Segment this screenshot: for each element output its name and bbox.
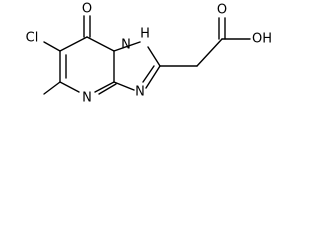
bond-c2-n3-double bbox=[142, 65, 155, 83]
oxo-oxygen-label: O bbox=[82, 2, 92, 17]
acid-hydroxyl-label: OH bbox=[252, 32, 272, 47]
bond-n3-c3a bbox=[113, 81, 135, 91]
ring-nitrogen-bottom-label: N bbox=[82, 91, 92, 106]
bond-c5-n4 bbox=[59, 81, 80, 93]
bond-c3a-n3-double bbox=[98, 83, 117, 95]
bond-n4-c3a bbox=[94, 81, 115, 93]
triazole-nh-label: H bbox=[140, 27, 150, 42]
bond-n8a-c7 bbox=[86, 36, 115, 52]
ring-nitrogen-top-label: N bbox=[121, 38, 131, 53]
bond-ch2-cooh bbox=[196, 38, 223, 67]
bond-c5-methyl bbox=[43, 81, 61, 95]
bond-n8a-n1 bbox=[113, 41, 141, 52]
bond-c7-c6 bbox=[59, 36, 88, 52]
triazole-n-bottom-label: N bbox=[135, 85, 145, 100]
bonds bbox=[43, 15, 251, 95]
chlorine-label: Cl bbox=[26, 31, 39, 46]
bond-n1-c2 bbox=[147, 46, 161, 67]
bond-c2-n3 bbox=[145, 65, 161, 89]
chemical-structure-diagram: O Cl N N H N O OH bbox=[26, 2, 272, 106]
acid-carbonyl-oxygen-label: O bbox=[217, 3, 227, 18]
bond-c6-cl bbox=[43, 41, 61, 52]
atom-labels: O Cl N N H N O OH bbox=[26, 2, 272, 106]
